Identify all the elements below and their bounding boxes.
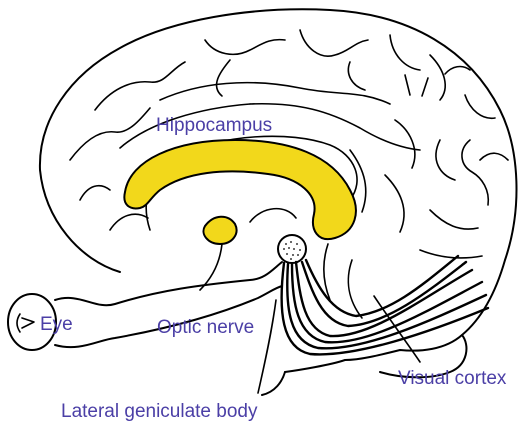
- eye-label: Eye: [40, 314, 73, 335]
- brain-base-outline: [262, 372, 285, 395]
- optic-nerve-structure: [55, 262, 282, 305]
- hippocampus-structure: [124, 140, 356, 244]
- optic-nerve-label: Optic nerve: [157, 317, 254, 338]
- cortical-folds: [70, 30, 508, 258]
- hippocampus-label: Hippocampus: [156, 115, 272, 136]
- lateral-geniculate-body-label: Lateral geniculate body: [61, 401, 258, 422]
- lateral-geniculate-body-structure: [278, 235, 306, 263]
- lateral-geniculate-pointer: [258, 300, 276, 393]
- brain-outline: [40, 9, 517, 372]
- brainstem-outline: [250, 209, 296, 222]
- visual-cortex-label: Visual cortex: [398, 368, 507, 389]
